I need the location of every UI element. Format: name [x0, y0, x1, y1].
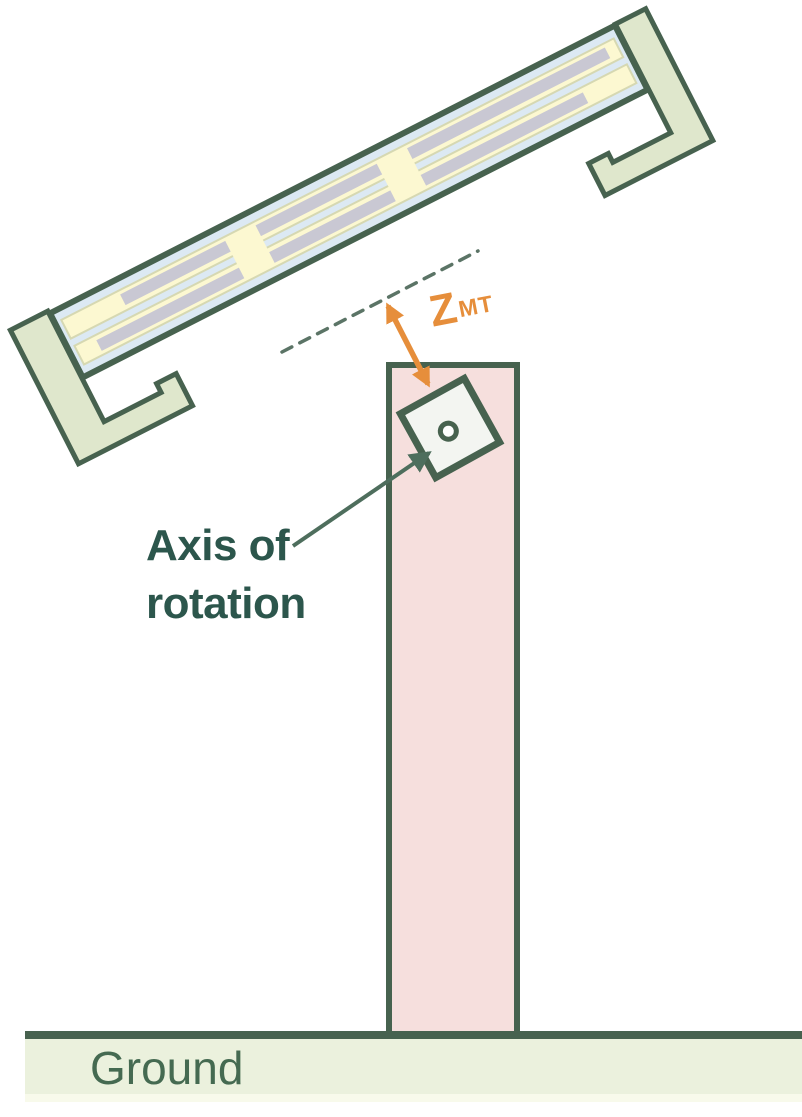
panel-assembly [6, 5, 717, 468]
cell-strips-top [120, 47, 611, 306]
cell-strip [420, 92, 589, 186]
pier [386, 362, 520, 1038]
module-clamp-right [585, 5, 717, 199]
cell-strip [120, 240, 231, 306]
cell-strip [269, 190, 396, 263]
cell-strips-bottom [96, 92, 589, 351]
axis-pointer-arrow [291, 451, 432, 548]
rotation-axis-circle [437, 420, 459, 442]
zmt-subscript: MT [456, 289, 496, 323]
cell-strip [407, 47, 611, 159]
ground-strip [25, 1031, 802, 1102]
module-boundary-1 [231, 237, 269, 266]
cell-strip [96, 267, 245, 351]
zmt-offset-arrow [385, 302, 431, 388]
module-boundary-2 [383, 160, 420, 189]
panel-plane-dashed-line [280, 249, 480, 354]
ground-label: Ground [90, 1042, 244, 1094]
ground-fill [25, 1032, 802, 1094]
cell-strip [255, 163, 383, 237]
ground-shadow-strip [25, 1094, 802, 1102]
axis-of-rotation-label: Axis of rotation [146, 521, 306, 628]
module-clamp-left [6, 307, 196, 468]
